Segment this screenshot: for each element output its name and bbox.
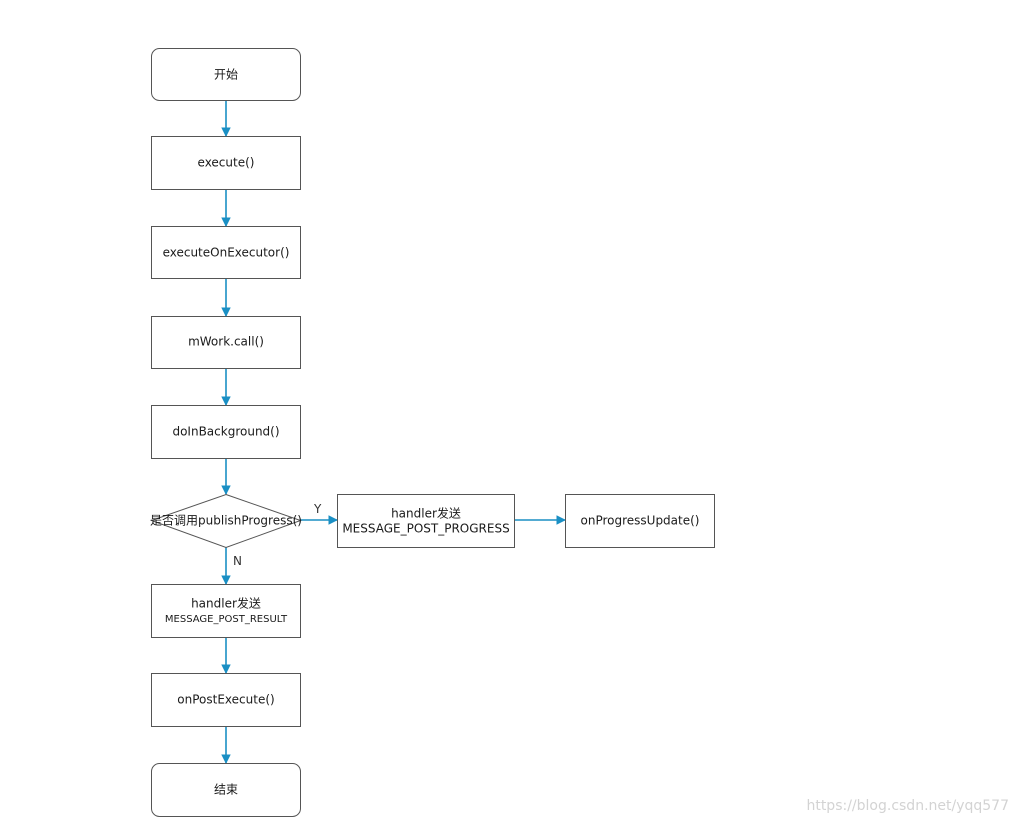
- node-decision-label: 是否调用publishProgress(): [150, 514, 302, 528]
- edge-label-yes: Y: [313, 502, 322, 516]
- node-start-label: 开始: [214, 68, 238, 82]
- node-handler-progress-line2: MESSAGE_POST_PROGRESS: [342, 522, 509, 536]
- node-handler-progress-line1: handler发送: [391, 506, 461, 521]
- node-start: 开始: [151, 48, 301, 101]
- node-on-progress-update: onProgressUpdate(): [565, 494, 715, 548]
- node-execute-label: execute(): [198, 156, 255, 170]
- node-execute-on-executor-label: executeOnExecutor(): [163, 246, 290, 260]
- node-handler-result-line1: handler发送: [191, 596, 261, 611]
- watermark: https://blog.csdn.net/yqq577: [806, 798, 1009, 814]
- node-mwork-call: mWork.call(): [151, 316, 301, 369]
- node-end-label: 结束: [214, 783, 238, 797]
- node-mwork-call-label: mWork.call(): [188, 335, 264, 349]
- node-handler-result: handler发送 MESSAGE_POST_RESULT: [151, 584, 301, 638]
- node-handler-progress: handler发送 MESSAGE_POST_PROGRESS: [337, 494, 515, 548]
- node-handler-result-line2: MESSAGE_POST_RESULT: [165, 614, 288, 625]
- node-end: 结束: [151, 763, 301, 817]
- node-do-in-background: doInBackground(): [151, 405, 301, 459]
- node-on-post-execute-label: onPostExecute(): [177, 693, 274, 707]
- edges: [221, 100, 566, 764]
- node-on-post-execute: onPostExecute(): [151, 673, 301, 727]
- node-decision: 是否调用publishProgress(): [150, 493, 302, 549]
- node-do-in-background-label: doInBackground(): [172, 425, 279, 439]
- node-execute-on-executor: executeOnExecutor(): [151, 226, 301, 279]
- node-on-progress-update-label: onProgressUpdate(): [581, 514, 700, 528]
- node-execute: execute(): [151, 136, 301, 190]
- edge-label-no: N: [233, 554, 242, 568]
